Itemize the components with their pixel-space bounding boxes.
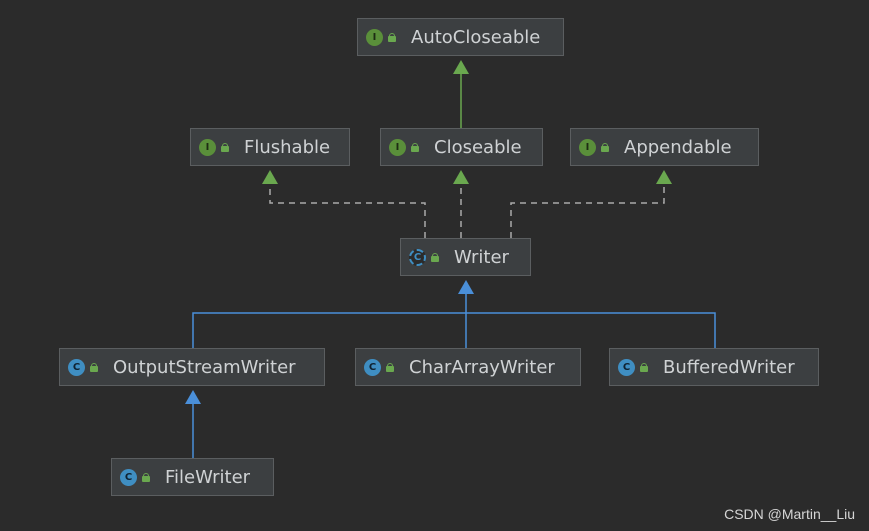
node-label: OutputStreamWriter <box>113 356 296 378</box>
node-label: BufferedWriter <box>663 356 795 378</box>
node-label: Flushable <box>244 136 331 158</box>
edge-writer-appendable <box>510 184 665 238</box>
node-appendable[interactable]: I Appendable <box>570 128 759 166</box>
arrowhead-outputstreamwriter <box>185 390 201 404</box>
abstract-class-icon: C <box>409 248 426 266</box>
lock-icon <box>601 142 609 152</box>
interface-icon: I <box>199 138 216 156</box>
class-icon: C <box>364 358 381 376</box>
node-outputstreamwriter[interactable]: C OutputStreamWriter <box>59 348 325 386</box>
edge-outputstreamwriter-writer <box>192 312 716 348</box>
node-closeable[interactable]: I Closeable <box>380 128 543 166</box>
arrowhead-flushable <box>262 170 278 184</box>
node-label: Writer <box>454 246 509 268</box>
node-label: Closeable <box>434 136 522 158</box>
watermark-text: CSDN @Martin__Liu <box>724 506 855 522</box>
node-writer[interactable]: C Writer <box>400 238 531 276</box>
arrowhead-closeable <box>453 170 469 184</box>
interface-icon: I <box>579 138 596 156</box>
class-icon: C <box>618 358 635 376</box>
lock-icon <box>388 32 396 42</box>
lock-icon <box>411 142 419 152</box>
node-label: AutoCloseable <box>411 26 541 48</box>
node-label: Appendable <box>624 136 732 158</box>
lock-icon <box>640 362 648 372</box>
lock-icon <box>431 252 439 262</box>
arrowhead-appendable <box>656 170 672 184</box>
node-chararraywriter[interactable]: C CharArrayWriter <box>355 348 581 386</box>
interface-icon: I <box>366 28 383 46</box>
class-icon: C <box>120 468 137 486</box>
interface-icon: I <box>389 138 406 156</box>
node-bufferedwriter[interactable]: C BufferedWriter <box>609 348 819 386</box>
lock-icon <box>386 362 394 372</box>
node-autocloseable[interactable]: I AutoCloseable <box>357 18 564 56</box>
lock-icon <box>142 472 150 482</box>
lock-icon <box>221 142 229 152</box>
lock-icon <box>90 362 98 372</box>
node-label: CharArrayWriter <box>409 356 555 378</box>
node-flushable[interactable]: I Flushable <box>190 128 350 166</box>
node-label: FileWriter <box>165 466 251 488</box>
arrowhead-writer <box>458 280 474 294</box>
arrowhead-autocloseable <box>453 60 469 74</box>
edge-writer-flushable <box>269 184 426 238</box>
class-icon: C <box>68 358 85 376</box>
node-filewriter[interactable]: C FileWriter <box>111 458 274 496</box>
